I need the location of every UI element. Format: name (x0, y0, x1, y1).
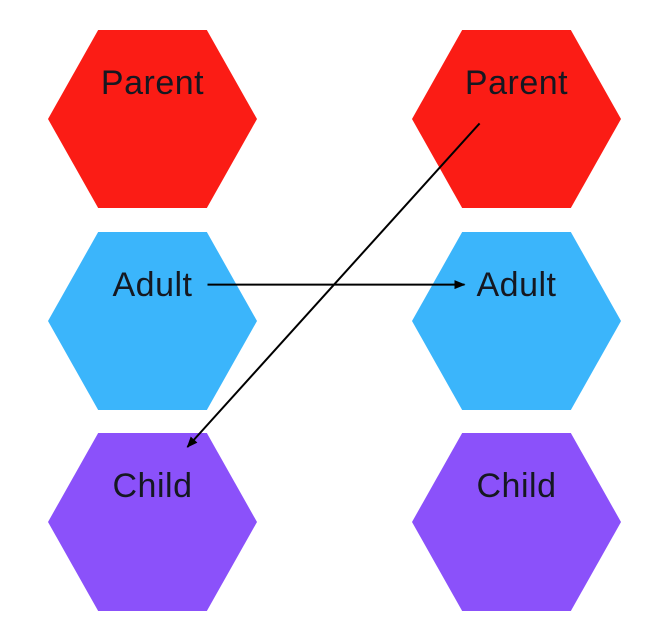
hexagon-label: Parent (100, 63, 205, 102)
hexagon-adult-right: Adult (412, 232, 621, 410)
hexagon-child-left: Child (48, 433, 257, 611)
hexagon-parent-left: Parent (48, 30, 257, 208)
hexagon-label: Parent (464, 63, 569, 102)
hexagon-label: Adult (476, 265, 557, 304)
hexagon-adult-left: Adult (48, 232, 257, 410)
hexagon-child-right: Child (412, 433, 621, 611)
hexagon-label: Child (476, 466, 557, 505)
hexagon-label: Child (112, 466, 193, 505)
hexagon-parent-right: Parent (412, 30, 621, 208)
hexagon-label: Adult (112, 265, 193, 304)
